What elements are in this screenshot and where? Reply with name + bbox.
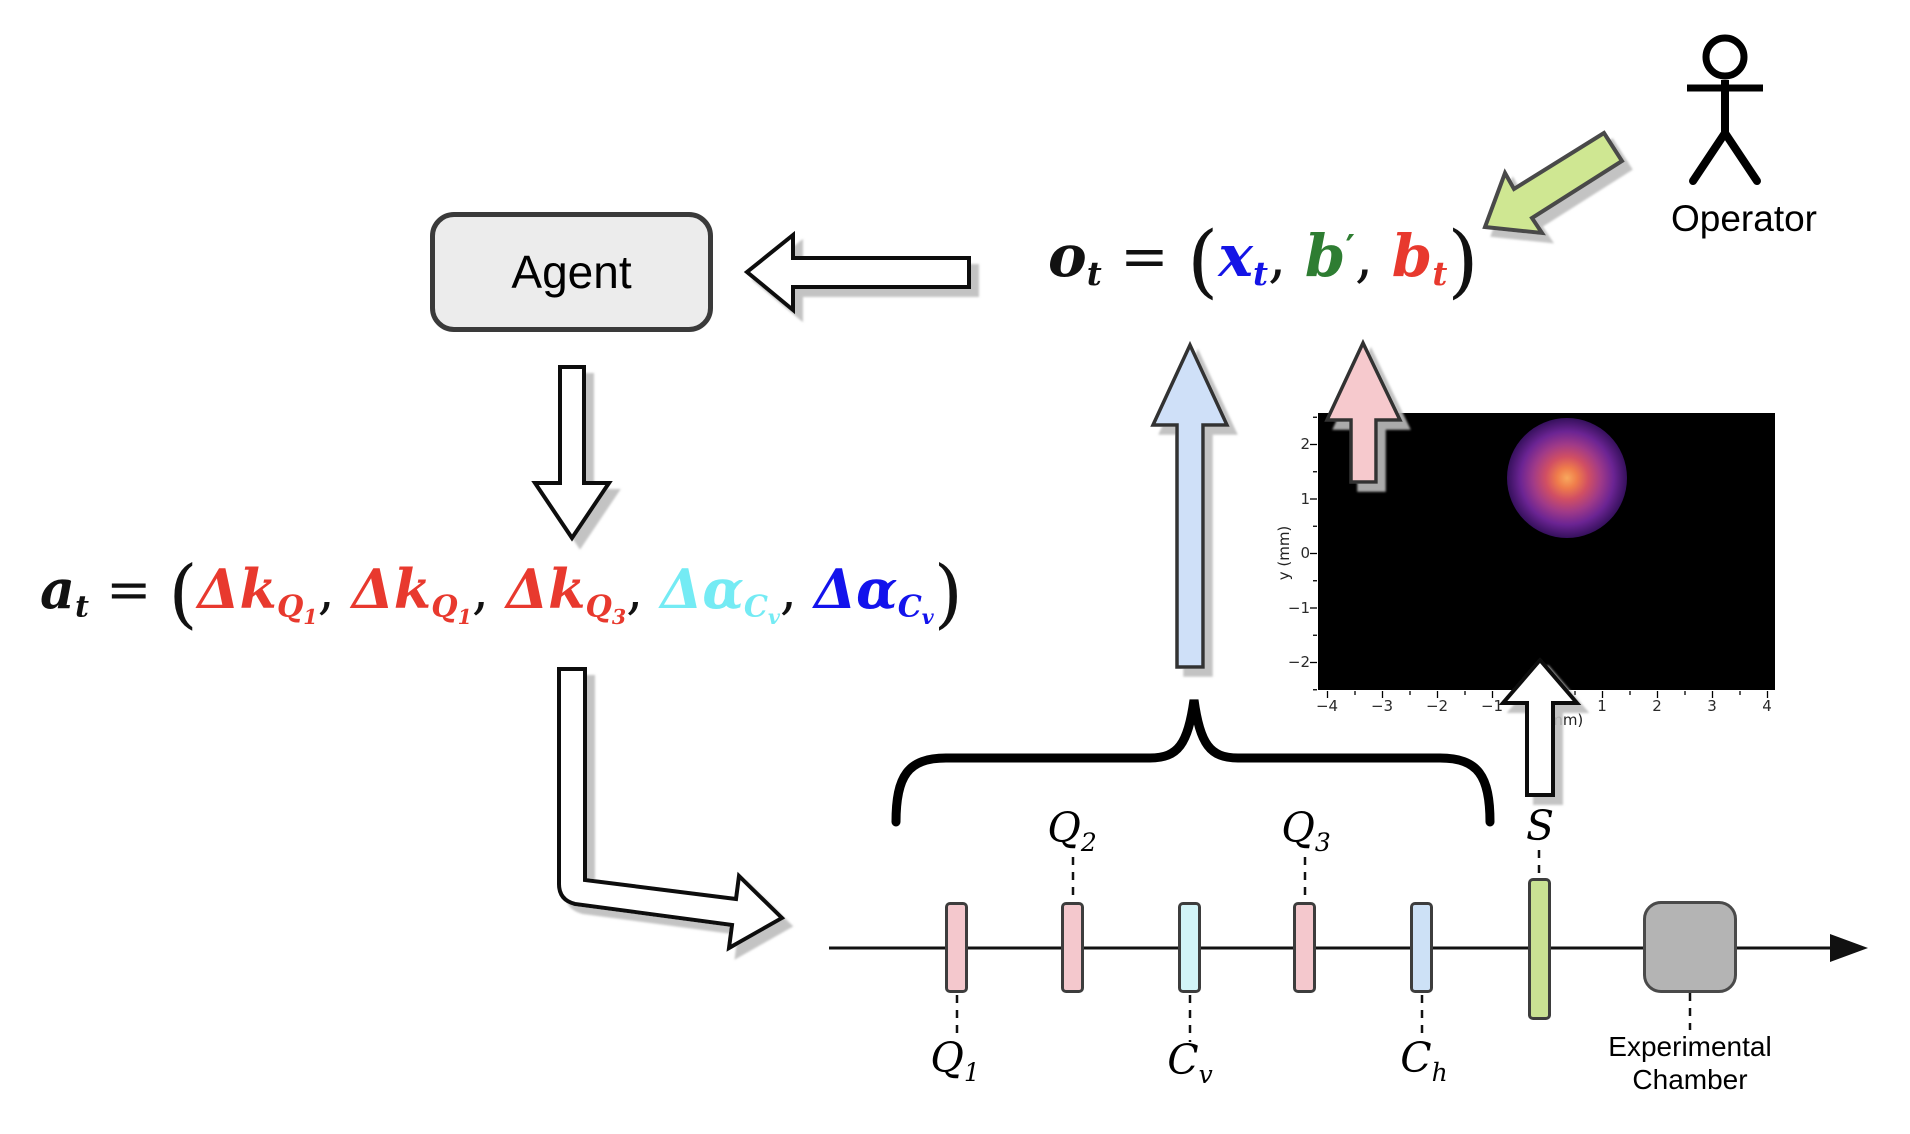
plot-xlabel: x (mm) <box>1528 711 1584 729</box>
beam-image <box>1318 413 1775 690</box>
x-tick: 1 <box>1597 697 1607 715</box>
label-cv: Cv <box>1167 1036 1213 1089</box>
y-tick: 0 <box>1300 544 1310 562</box>
operator-icon <box>1687 34 1763 185</box>
brace-icon <box>891 699 1495 827</box>
agent-box: Agent <box>430 212 713 332</box>
x-tick: −3 <box>1370 697 1394 715</box>
plot-ylabel: y (mm) <box>1275 525 1293 581</box>
quadrupole-q2 <box>1061 902 1084 993</box>
blue-up-arrow-icon <box>1150 340 1230 669</box>
action-formula: at = (ΔkQ1, ΔkQ1, ΔkQ3, ΔαCv, ΔαCv) <box>40 550 963 637</box>
operator-label: Operator <box>1670 198 1818 239</box>
down-arrow-icon <box>531 365 613 542</box>
quadrupole-q1 <box>945 902 968 993</box>
x-tick: 2 <box>1652 697 1662 715</box>
label-s: S <box>1525 802 1555 850</box>
label-q2: Q2 <box>1047 804 1097 857</box>
x-tick: −2 <box>1425 697 1449 715</box>
x-tick: 3 <box>1707 697 1717 715</box>
experimental-chamber <box>1643 901 1737 993</box>
screen-s <box>1528 878 1551 1020</box>
y-tick: 2 <box>1300 435 1310 453</box>
left-arrow-icon <box>743 230 971 315</box>
chamber-label: Experimental Chamber <box>1608 1031 1772 1096</box>
beam-spot <box>1507 418 1627 538</box>
observation-formula: ot = (xt, b′, bt) <box>1048 214 1479 307</box>
elbow-arrow-icon <box>557 667 786 952</box>
corrector-ch <box>1410 902 1433 993</box>
quadrupole-q3 <box>1293 902 1316 993</box>
x-tick: −4 <box>1315 697 1339 715</box>
agent-label: Agent <box>511 246 632 298</box>
x-tick: −1 <box>1480 697 1504 715</box>
y-tick: 1 <box>1300 490 1310 508</box>
x-tick: 4 <box>1762 697 1772 715</box>
beamline-arrowhead-icon <box>1830 934 1868 962</box>
label-q1: Q1 <box>930 1034 980 1087</box>
y-tick: −1 <box>1287 599 1310 617</box>
green-arrow-icon <box>1482 130 1625 236</box>
label-q3: Q3 <box>1281 804 1331 857</box>
label-ch: Ch <box>1400 1034 1448 1087</box>
y-tick: −2 <box>1287 653 1310 671</box>
corrector-cv <box>1178 902 1201 993</box>
